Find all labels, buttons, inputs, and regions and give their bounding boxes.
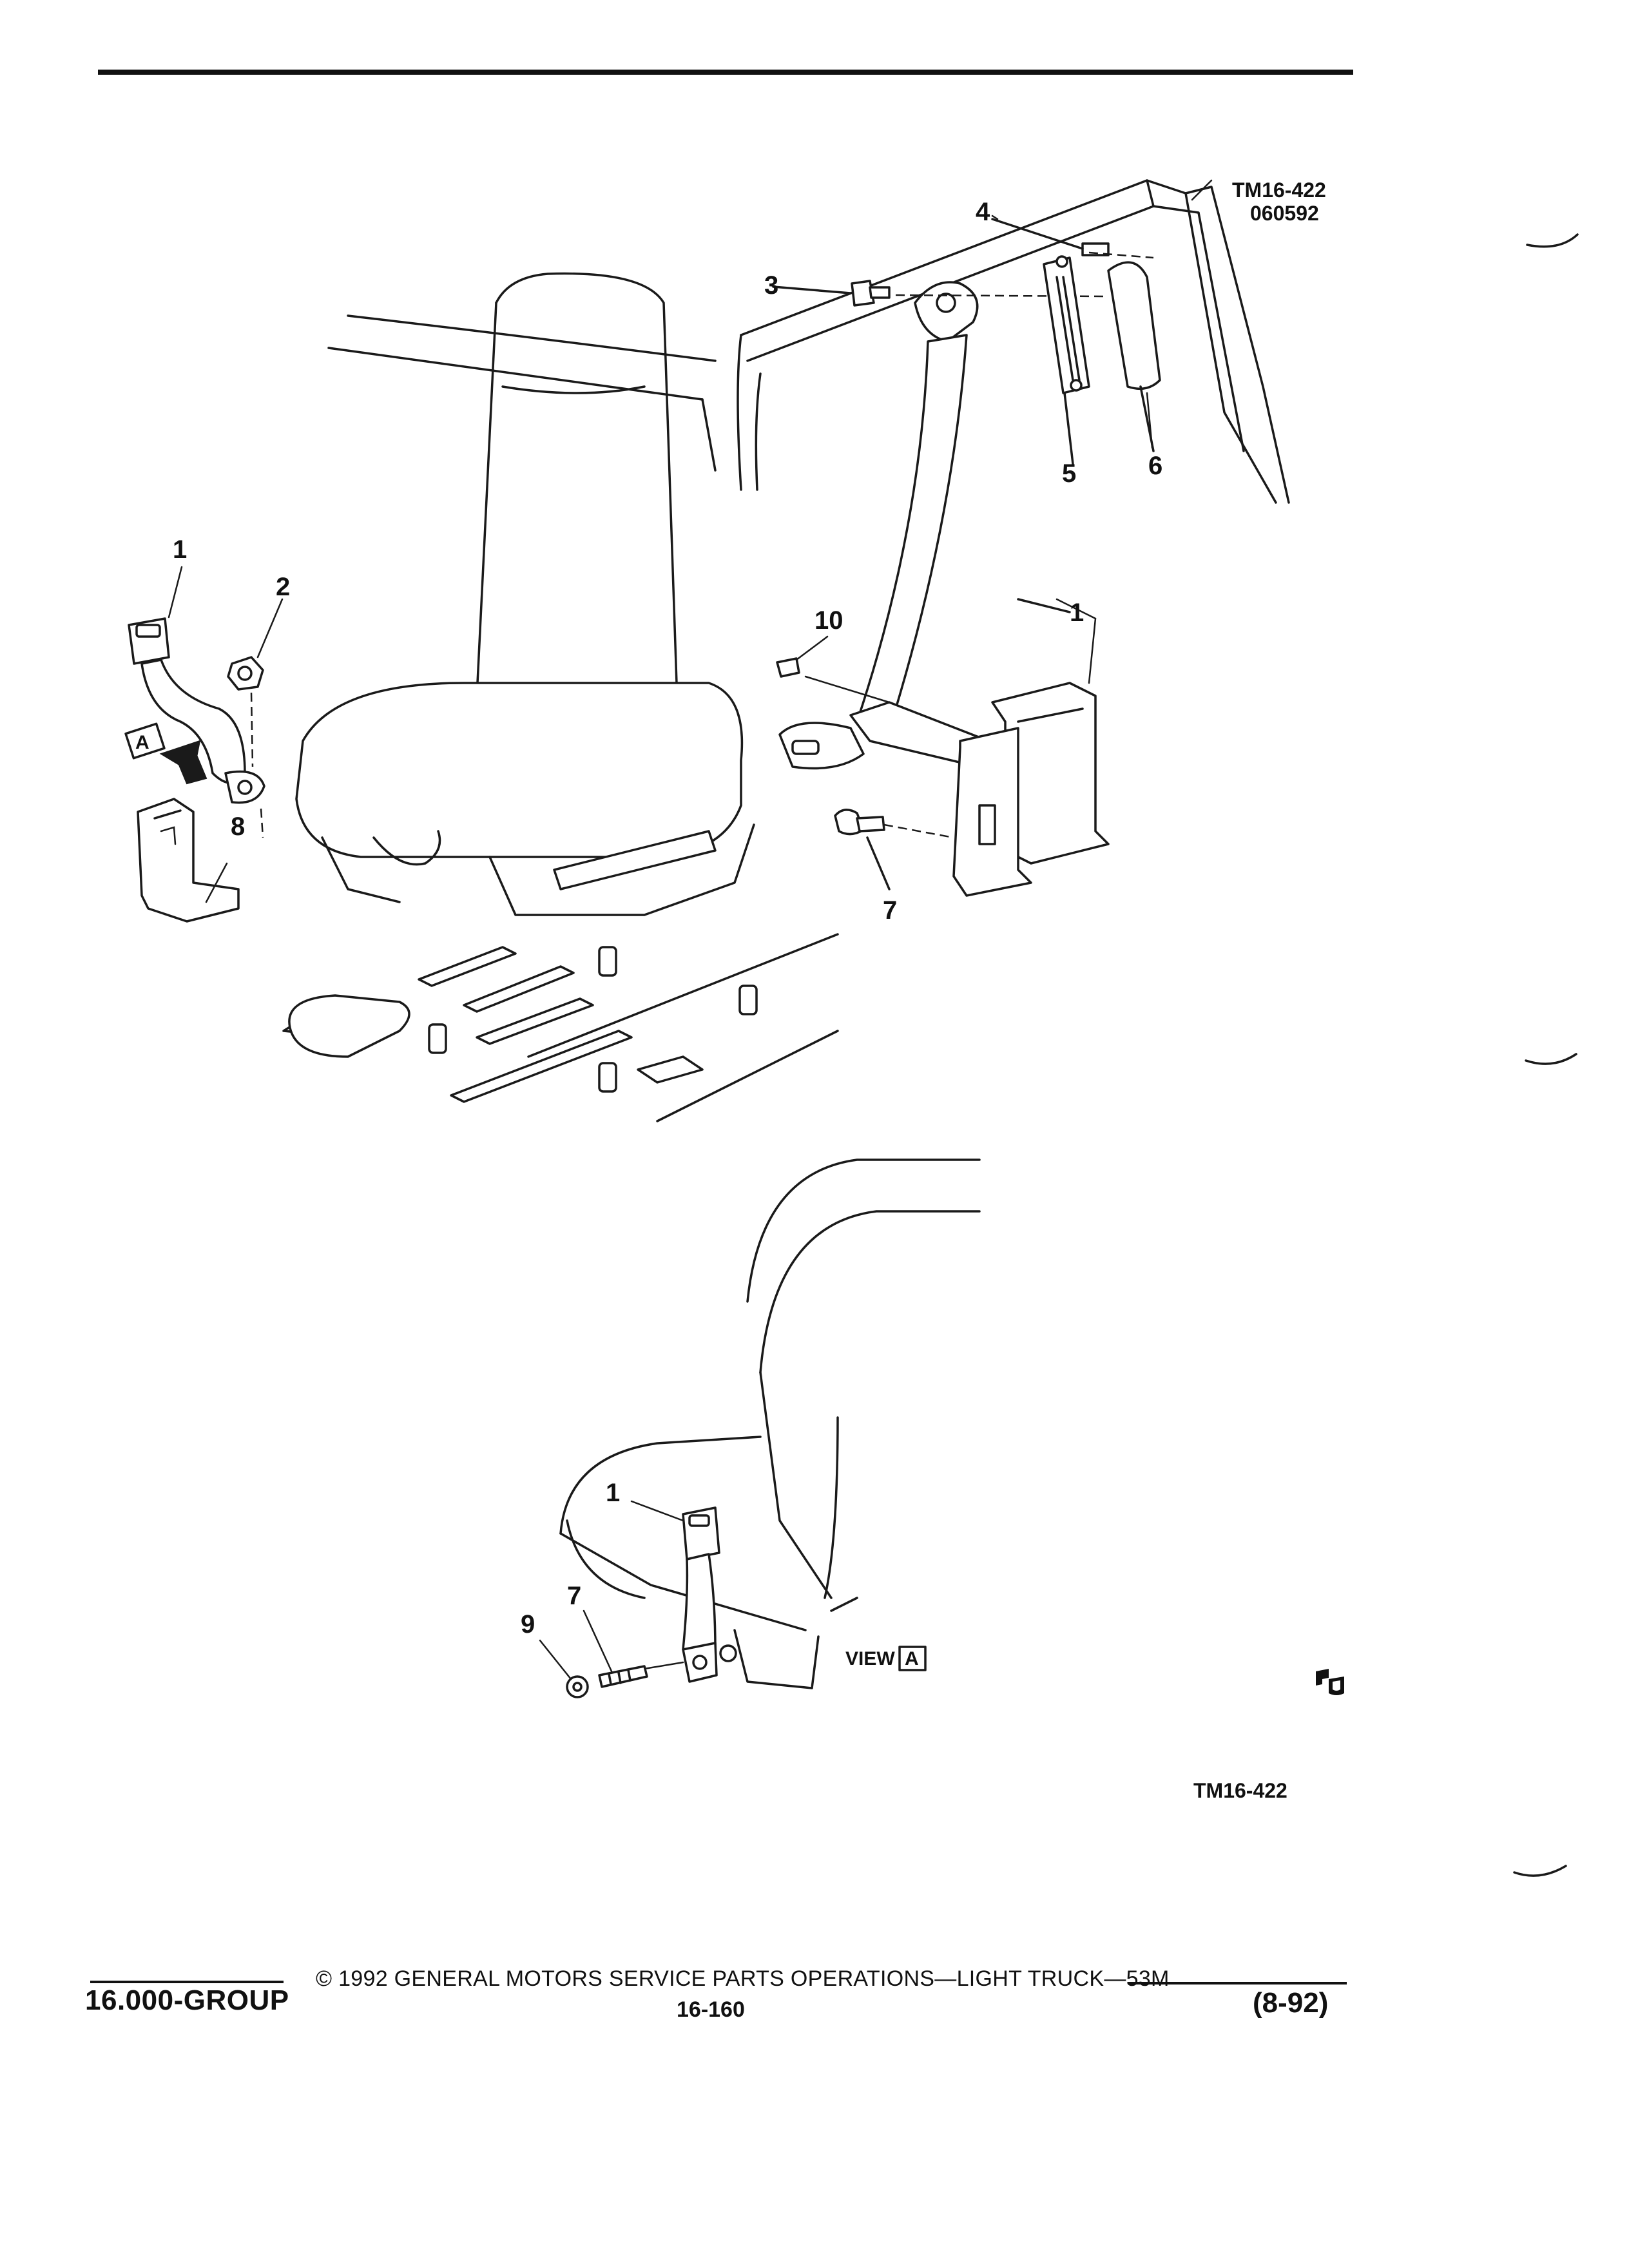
footer-copyright: © 1992 GENERAL MOTORS SERVICE PARTS OPER… xyxy=(316,1966,1170,1991)
figure-id-top: TM16-422 xyxy=(1232,178,1326,202)
callout-3: 3 xyxy=(764,271,778,300)
leader-lines xyxy=(168,179,1213,1680)
footer-right-rule xyxy=(1128,1982,1347,1984)
cab-rear-rails xyxy=(327,314,717,472)
bolt-part-3 xyxy=(772,280,891,307)
view-a-buckle xyxy=(566,1506,927,1698)
figure-date: 060592 xyxy=(1250,202,1319,225)
gm-spo-logo-icon xyxy=(1316,1669,1344,1695)
arrow-a-letter: A xyxy=(135,732,149,753)
footer-date-code: (8-92) xyxy=(1253,1987,1329,2019)
clip-part-10 xyxy=(776,657,891,704)
callout-1-view: 1 xyxy=(606,1479,620,1507)
cab-pillar-outline xyxy=(737,179,1290,504)
page-edge-marks xyxy=(1513,233,1579,1877)
front-seat xyxy=(295,272,755,916)
shoulder-belt-assembly xyxy=(778,334,1110,897)
bolt-part-7-upper xyxy=(834,809,954,890)
view-a-letter: A xyxy=(905,1648,919,1669)
callout-7-upper: 7 xyxy=(883,896,897,925)
header-rule xyxy=(98,70,1353,75)
callout-1-left: 1 xyxy=(173,535,187,564)
footer-page-number: 16-160 xyxy=(677,1997,745,2022)
view-a-seat xyxy=(559,1158,981,1689)
callout-5: 5 xyxy=(1062,459,1076,488)
callout-labels: 1 2 8 3 4 5 6 10 1 7 1 7 9 xyxy=(173,198,1162,1639)
callout-2: 2 xyxy=(276,573,290,601)
callout-7-view: 7 xyxy=(567,1582,581,1610)
cover-part-6 xyxy=(1088,251,1161,452)
screw-part-4 xyxy=(991,218,1110,256)
buckle-assembly-left xyxy=(124,617,265,923)
footer-left-rule xyxy=(90,1981,284,1983)
callout-1-right: 1 xyxy=(1070,599,1084,627)
floor-mounts xyxy=(282,933,839,1122)
figure-id-bottom: TM16-422 xyxy=(1193,1779,1287,1802)
view-a-label: VIEW xyxy=(845,1648,895,1669)
callout-8: 8 xyxy=(231,812,245,841)
adjuster-part-5 xyxy=(1043,255,1090,465)
footer-group: 16.000-GROUP xyxy=(85,1984,289,2016)
callout-4: 4 xyxy=(976,198,990,226)
callout-9: 9 xyxy=(521,1610,535,1639)
callout-10: 10 xyxy=(815,606,843,635)
callout-6: 6 xyxy=(1148,452,1162,480)
